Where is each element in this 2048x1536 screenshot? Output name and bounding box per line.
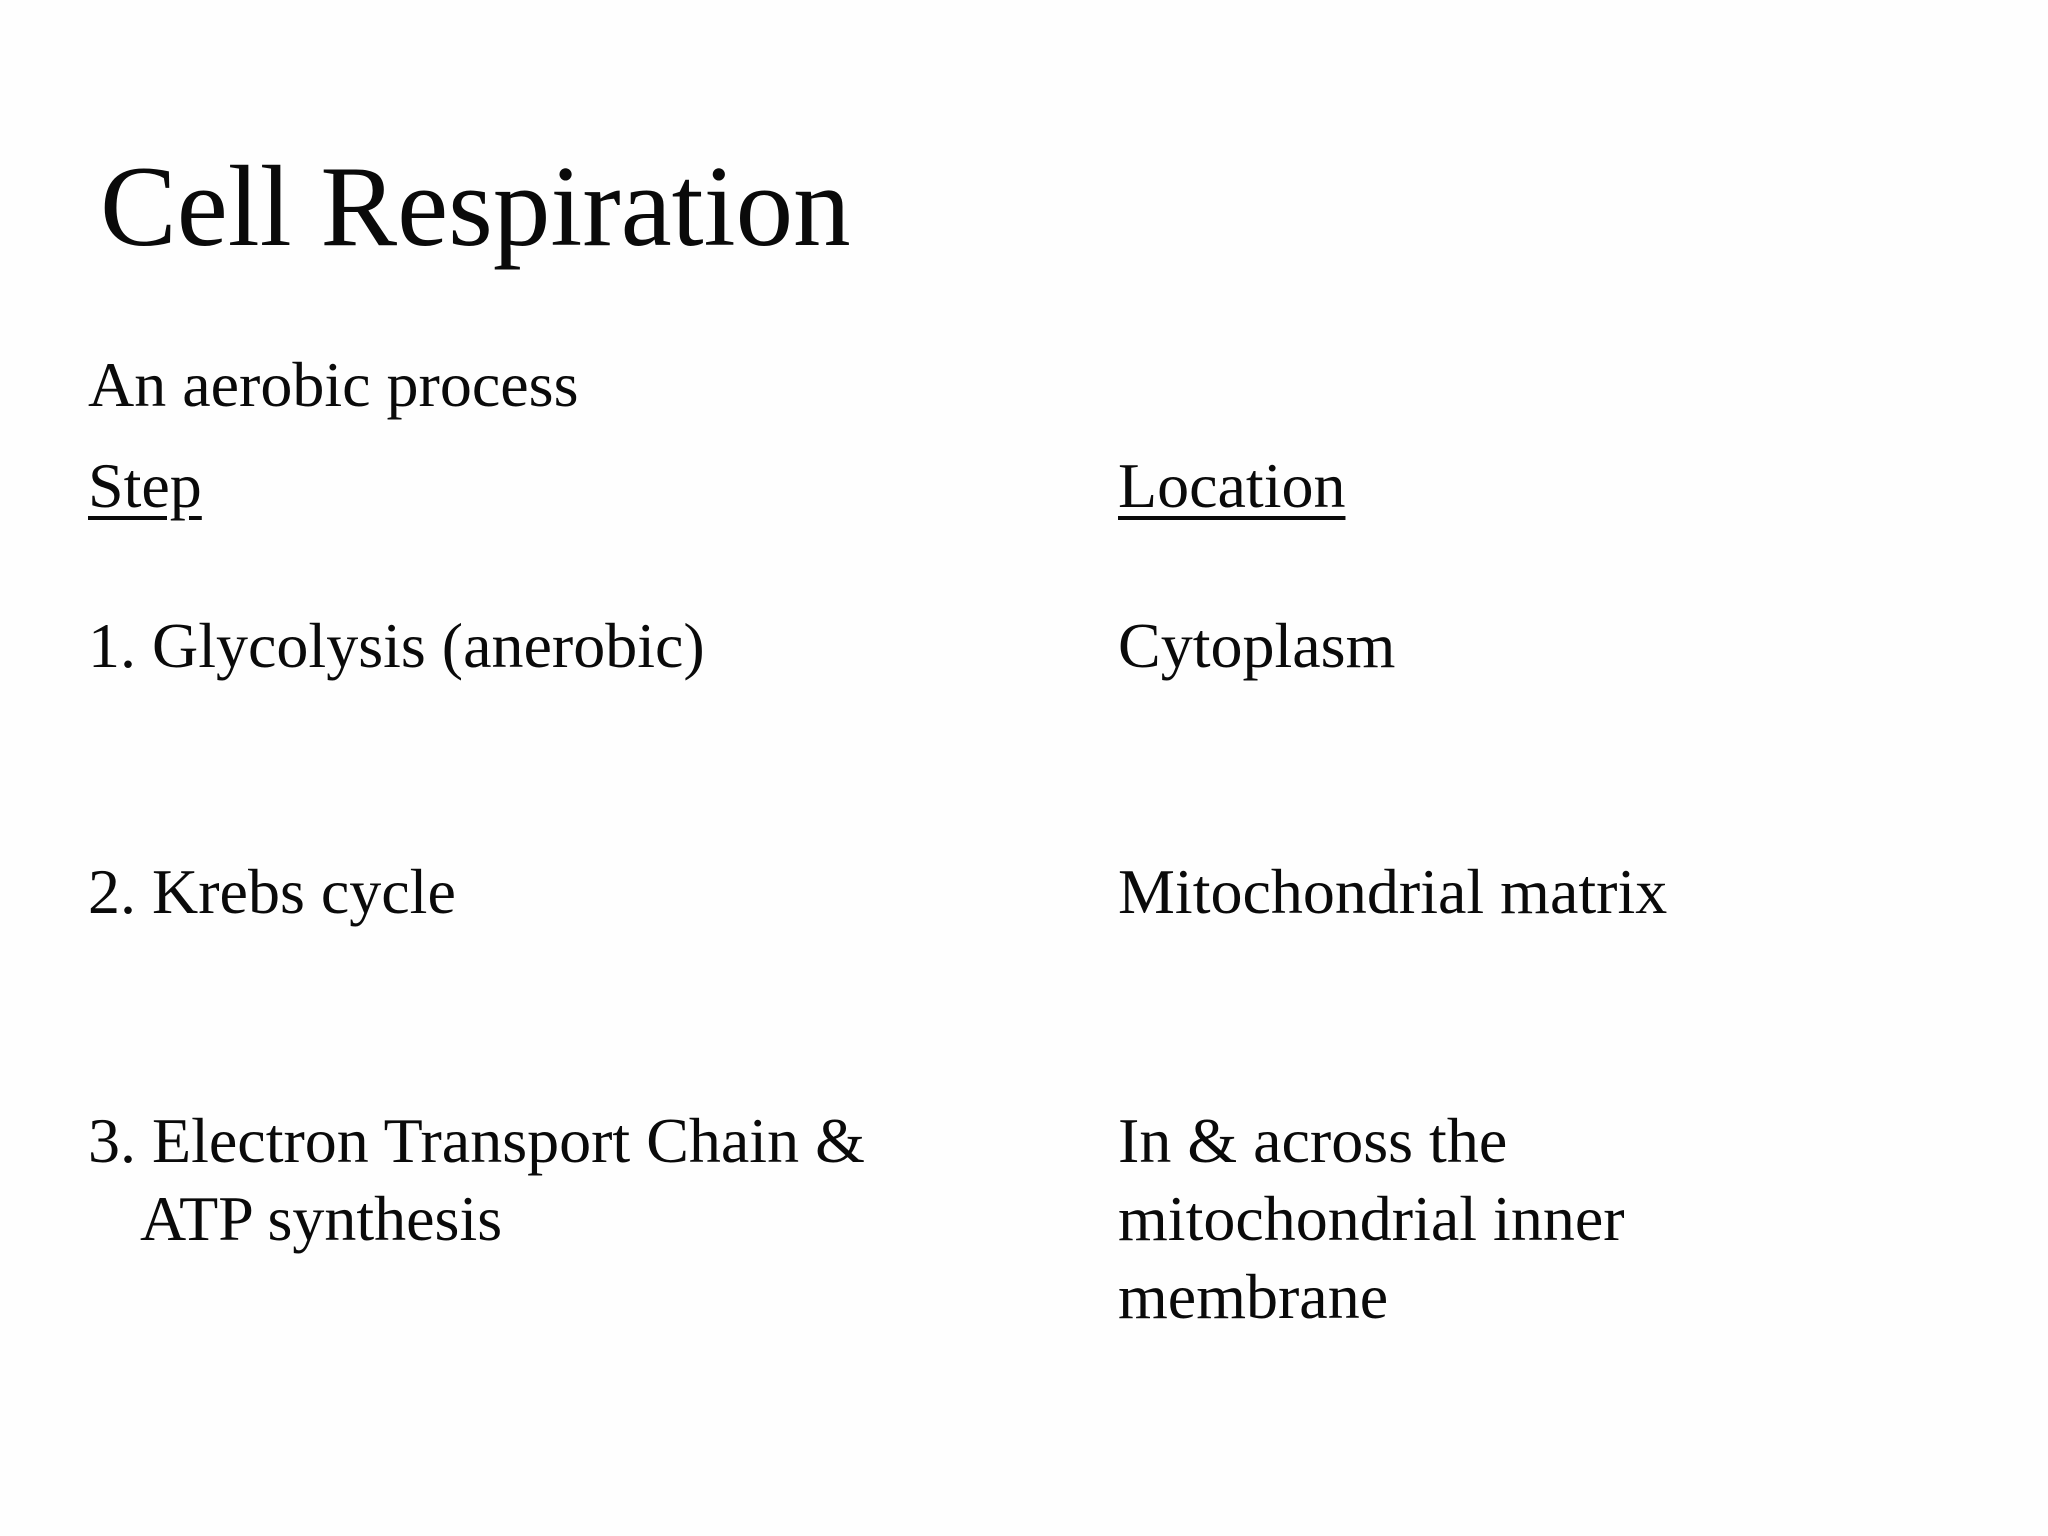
location-krebs-cycle: Mitochondrial matrix: [1118, 856, 1668, 927]
slide-subtitle: An aerobic process: [88, 349, 579, 420]
step-electron-transport-chain: 3. Electron Transport Chain & ATP synthe…: [88, 1105, 865, 1254]
slide-title: Cell Respiration: [100, 143, 851, 271]
step-krebs-cycle: 2. Krebs cycle: [88, 856, 456, 927]
column-header-location: Location: [1118, 450, 1346, 521]
column-header-step: Step: [88, 450, 202, 521]
step-glycolysis: 1. Glycolysis (anerobic): [88, 610, 705, 681]
location-electron-transport-chain: In & across the mitochondrial inner memb…: [1118, 1105, 1625, 1332]
location-glycolysis: Cytoplasm: [1118, 610, 1396, 681]
